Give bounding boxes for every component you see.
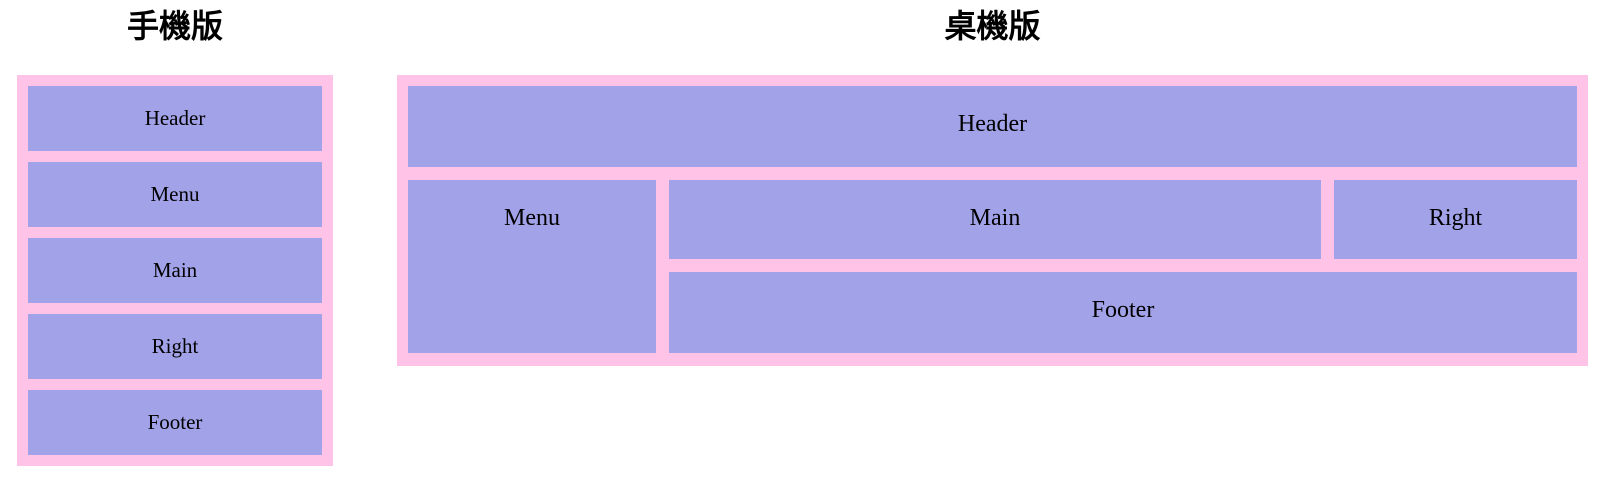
mobile-version-title: 手機版 — [126, 8, 223, 44]
desktop-footer-box: Footer — [669, 272, 1577, 353]
mobile-header-box: Header — [28, 86, 322, 151]
desktop-menu-box: Menu — [408, 180, 656, 353]
mobile-footer-box: Footer — [28, 390, 322, 455]
desktop-right-box: Right — [1334, 180, 1577, 259]
mobile-menu-box: Menu — [28, 162, 322, 227]
desktop-layout-container: Header Menu Main Right Footer — [397, 75, 1588, 366]
desktop-header-box: Header — [408, 86, 1577, 167]
desktop-main-box: Main — [669, 180, 1321, 259]
mobile-layout-container: Header Menu Main Right Footer — [17, 75, 333, 466]
mobile-main-box: Main — [28, 238, 322, 303]
desktop-version-title: 桌機版 — [944, 8, 1041, 44]
mobile-right-box: Right — [28, 314, 322, 379]
